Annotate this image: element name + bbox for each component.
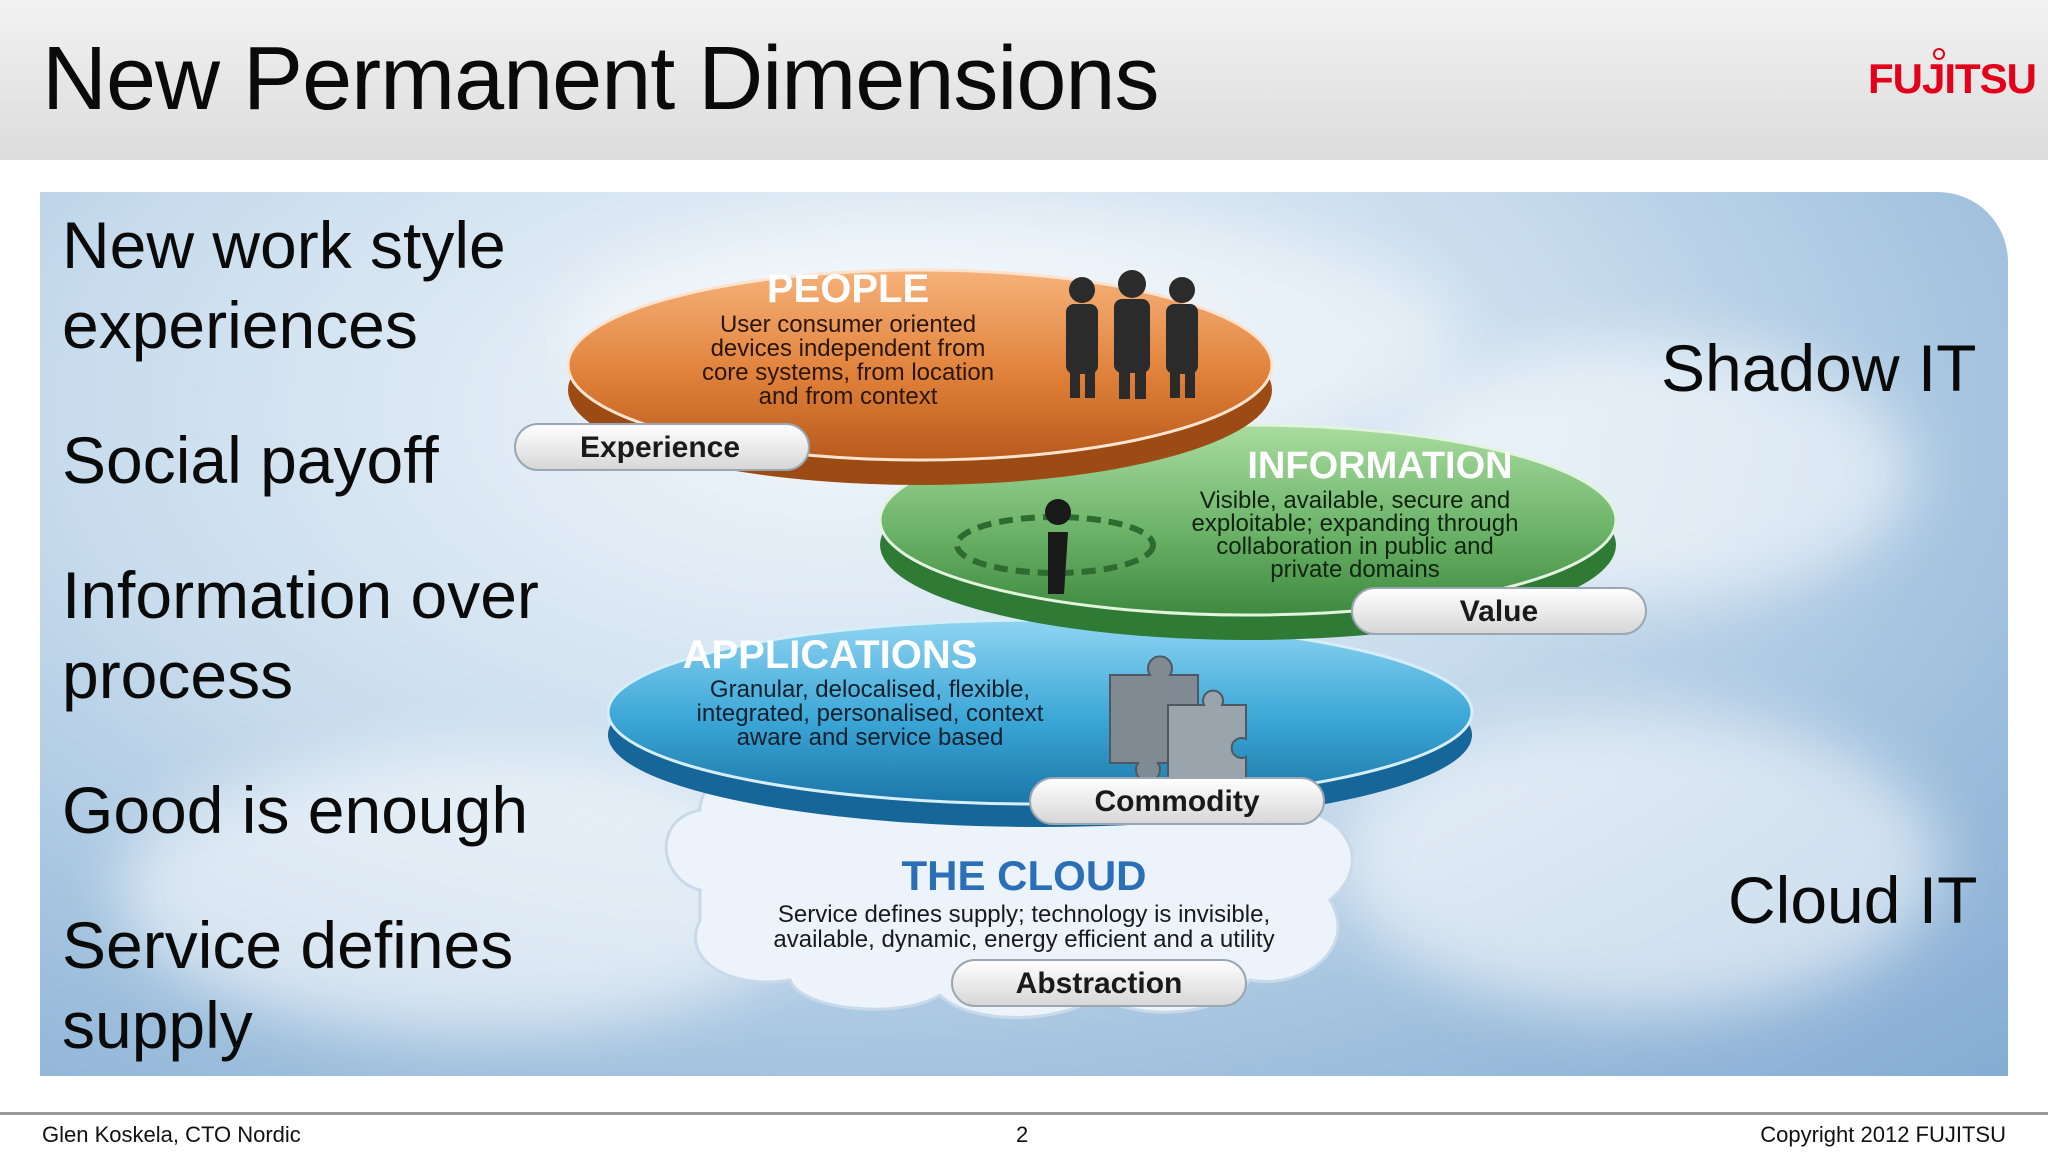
footer-divider <box>0 1112 2048 1115</box>
people-title: PEOPLE <box>767 267 929 311</box>
header-bar <box>0 0 2048 160</box>
slide-title: New Permanent Dimensions <box>42 29 1159 129</box>
business-people-icon <box>1066 270 1198 399</box>
experience-tag-label: Experience <box>580 431 740 464</box>
bullet-item: Information over process <box>62 558 539 712</box>
people-line-4: and from context <box>759 383 938 410</box>
info-icon <box>954 499 1156 594</box>
fujitsu-logo: FUJITSU <box>1868 55 2037 102</box>
experience-tag <box>514 423 810 471</box>
applications-title: APPLICATIONS <box>683 633 978 677</box>
information-line-3: collaboration in public and <box>1216 533 1494 560</box>
cloud-line-2: available, dynamic, energy efficient and… <box>773 926 1274 953</box>
information-line-2: exploitable; expanding through <box>1192 510 1519 537</box>
value-tag <box>1351 587 1647 635</box>
bullet-list: New work style experiences Social payoff… <box>62 205 622 1120</box>
information-line-4: private domains <box>1270 556 1439 583</box>
people-line-3: core systems, from location <box>702 359 994 386</box>
cloud-line-1: Service defines supply; technology is in… <box>778 901 1270 928</box>
applications-line-2: integrated, personalised, context <box>697 700 1044 727</box>
cloud-it-label: Cloud IT <box>1728 863 1978 937</box>
applications-layer: APPLICATIONS Granular, delocalised, flex… <box>606 618 1474 827</box>
commodity-tag <box>1029 777 1325 825</box>
bullet-item: New work style experiences <box>62 208 506 362</box>
bullet-item: Good is enough <box>62 773 529 847</box>
applications-line-3: aware and service based <box>737 724 1004 751</box>
people-layer: PEOPLE User consumer oriented devices in… <box>514 267 1274 485</box>
applications-line-1: Granular, delocalised, flexible, <box>710 676 1030 703</box>
footer-copyright: Copyright 2012 FUJITSU <box>1760 1122 2006 1147</box>
commodity-tag-label: Commodity <box>1095 785 1260 818</box>
cloud-title: THE CLOUD <box>902 852 1147 899</box>
information-line-1: Visible, available, secure and <box>1200 487 1510 514</box>
page-number: 2 <box>1016 1122 1029 1147</box>
puzzle-icon <box>1109 655 1247 783</box>
people-line-1: User consumer oriented <box>720 311 976 338</box>
shadow-it-label: Shadow IT <box>1661 331 1977 405</box>
bullet-item: Social payoff <box>62 423 439 497</box>
people-line-2: devices independent from <box>711 335 986 362</box>
abstraction-tag <box>951 959 1247 1007</box>
information-title: INFORMATION <box>1247 445 1512 487</box>
value-tag-label: Value <box>1460 595 1538 628</box>
abstraction-tag-label: Abstraction <box>1016 967 1183 1000</box>
logo-infinity-icon <box>1933 48 1945 60</box>
footer-author: Glen Koskela, CTO Nordic <box>42 1122 301 1147</box>
bullet-item: Service defines supply <box>62 908 514 1062</box>
